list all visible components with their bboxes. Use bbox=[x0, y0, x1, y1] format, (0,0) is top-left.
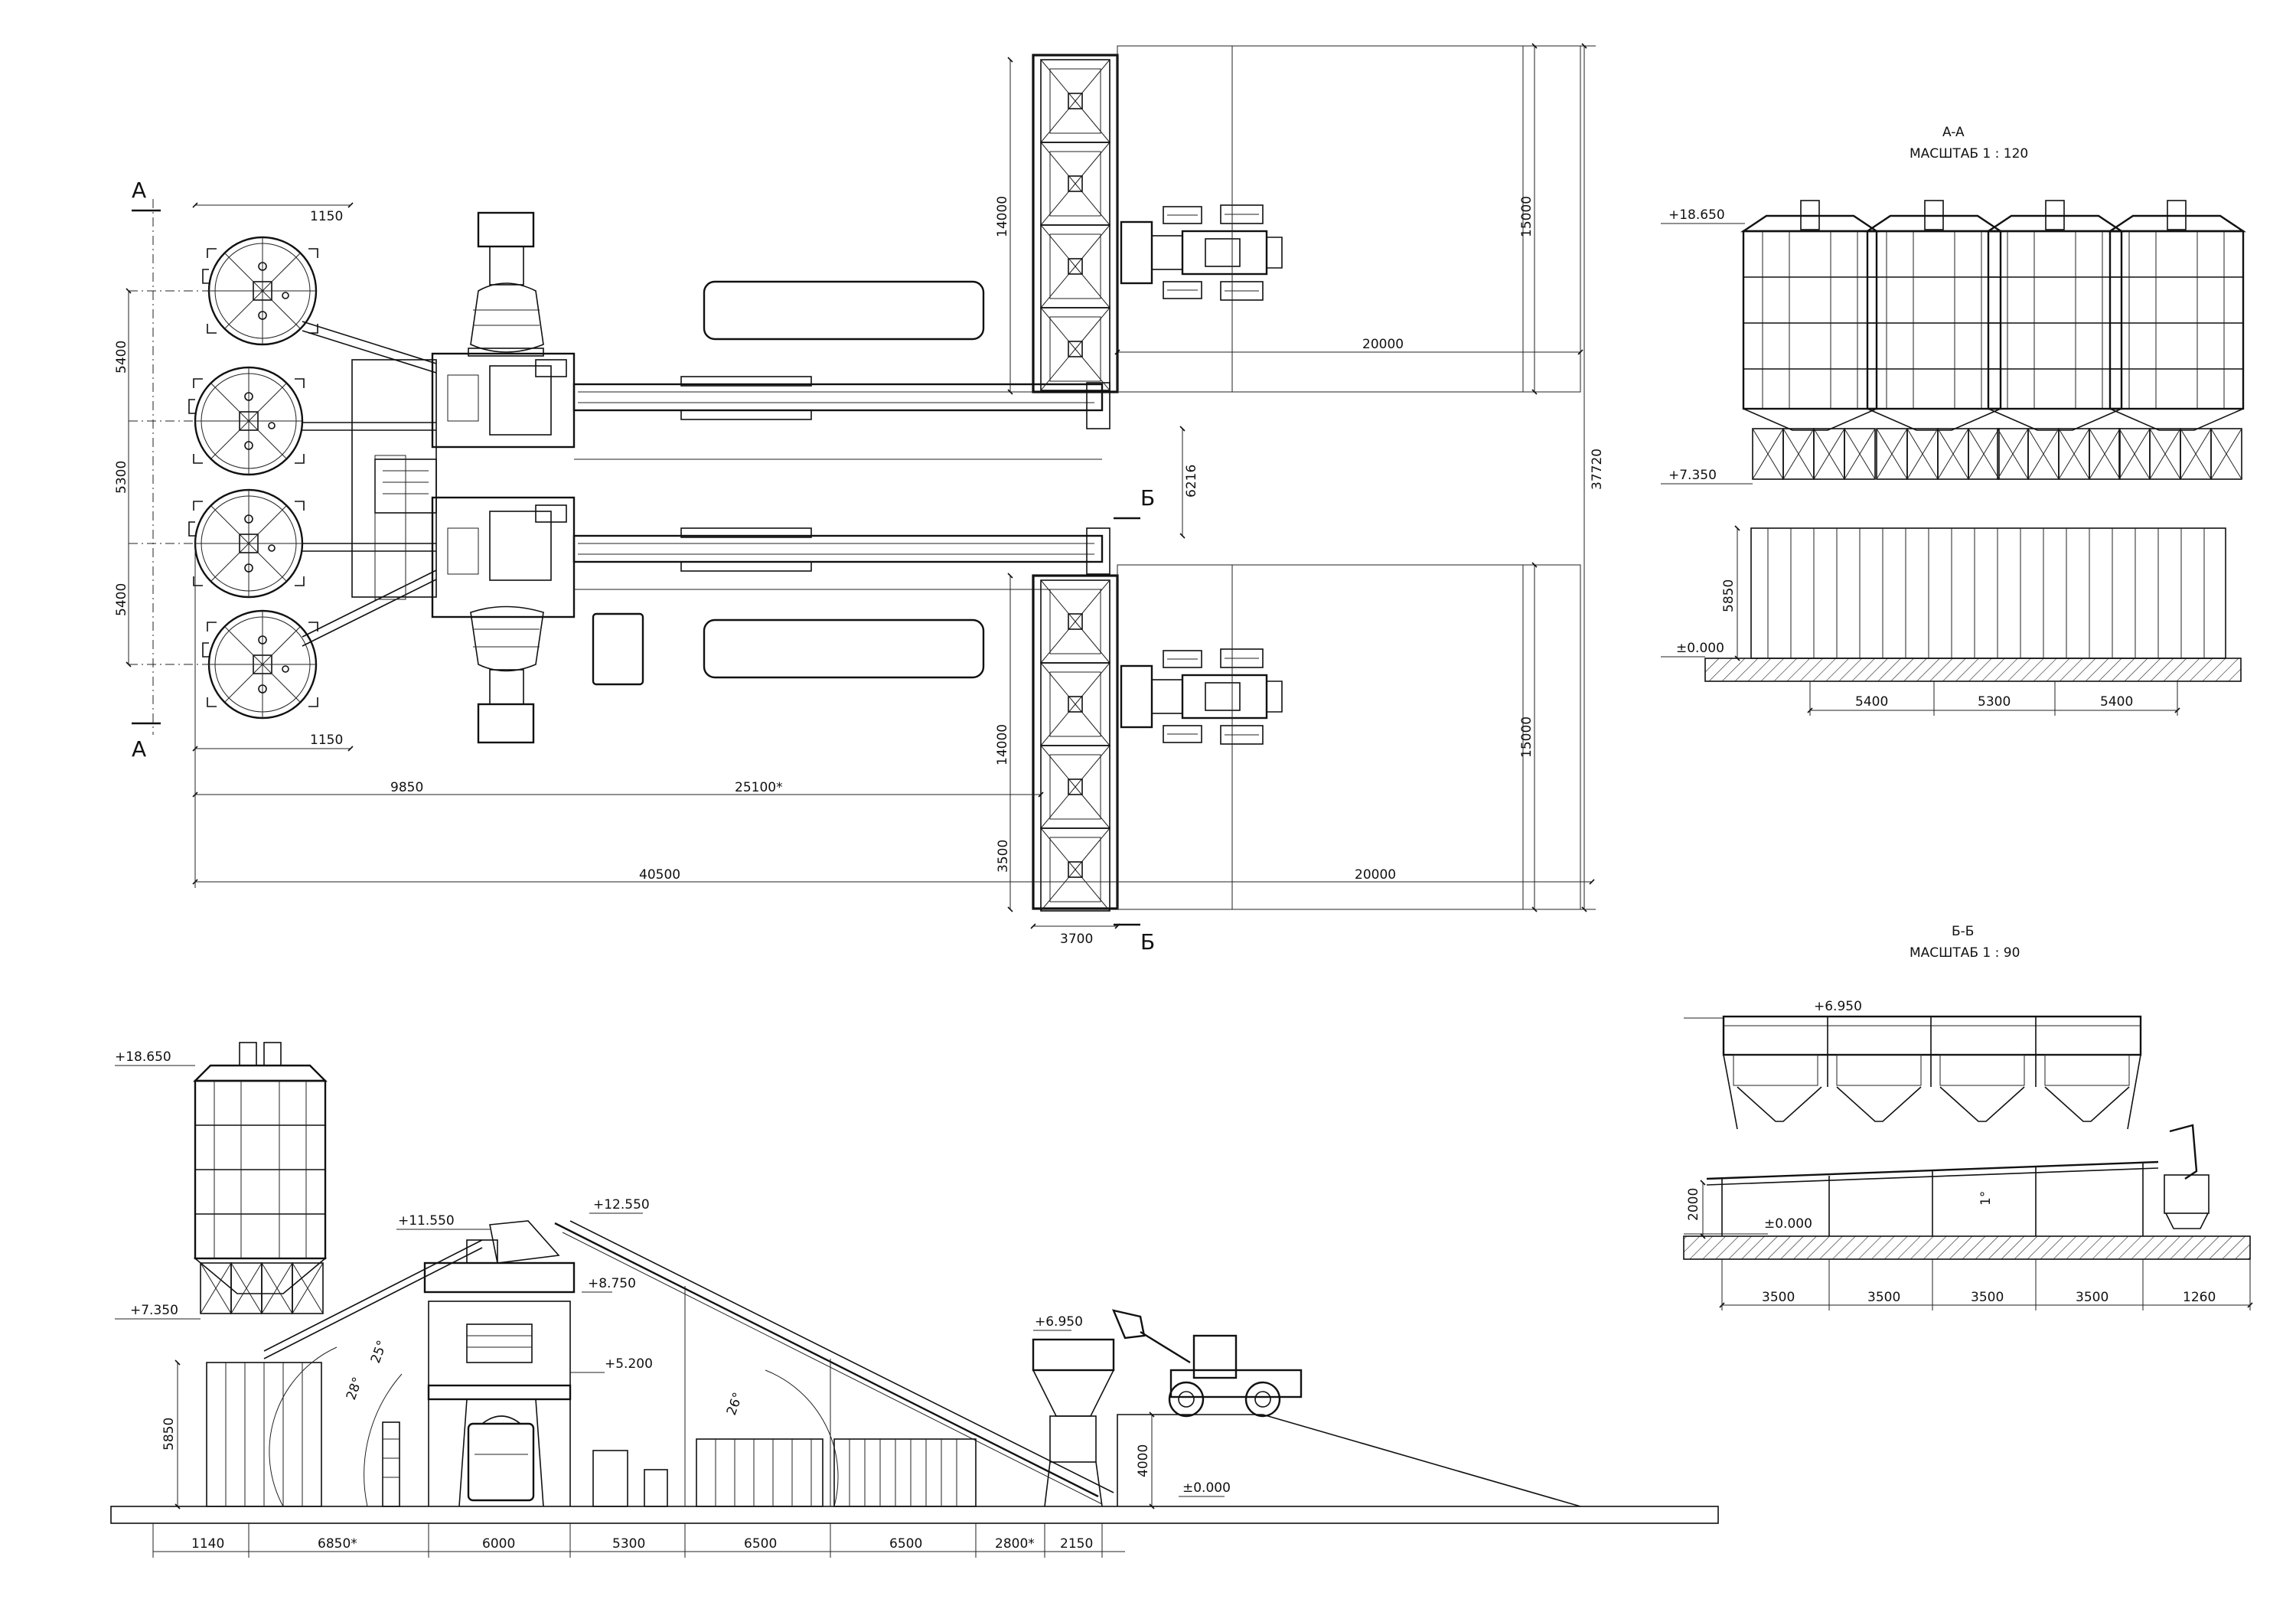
cut-mark-b-top: Б bbox=[1140, 485, 1155, 511]
bb-height-2000: 2000 bbox=[1686, 1188, 1701, 1221]
dim-3700: 3700 bbox=[1060, 932, 1093, 947]
dim-40500: 40500 bbox=[639, 867, 680, 883]
control-cabin bbox=[592, 612, 644, 686]
elev-dim-5: 6500 bbox=[744, 1536, 777, 1552]
dim-9850: 9850 bbox=[390, 780, 423, 795]
elev-dim-7: 2800* bbox=[995, 1536, 1035, 1552]
elev-angle-26: 26° bbox=[724, 1391, 746, 1418]
section-a-a-scale: МАСШТАБ 1 : 120 bbox=[1910, 146, 2028, 162]
aa-width-5400-a: 5400 bbox=[1855, 694, 1888, 710]
aggregate-bins-bottom bbox=[1032, 574, 1283, 912]
elev-level-5200: +5.200 bbox=[605, 1356, 653, 1372]
dim-6216: 6216 bbox=[1184, 465, 1199, 498]
aa-level-top: +18.650 bbox=[1668, 207, 1725, 223]
bb-slope: 1° bbox=[1978, 1191, 1994, 1206]
dim-1150-top: 1150 bbox=[310, 209, 343, 224]
bb-width-5: 1260 bbox=[2183, 1290, 2216, 1305]
dim-14000-bottom: 14000 bbox=[995, 724, 1010, 765]
tank-bottom bbox=[703, 618, 985, 679]
dim-37720: 37720 bbox=[1590, 449, 1605, 490]
section-b-b: Б-Б МАСШТАБ 1 : 90 bbox=[1683, 924, 2253, 1310]
silo-plan-4 bbox=[201, 609, 319, 720]
dim-15000-top: 15000 bbox=[1519, 196, 1534, 237]
dim-5300: 5300 bbox=[114, 461, 129, 494]
dim-25100: 25100* bbox=[735, 780, 783, 795]
section-a-a: A-A МАСШТАБ 1 : 120 bbox=[1661, 125, 2245, 716]
bb-width-4: 3500 bbox=[2076, 1290, 2108, 1305]
dim-1150-bottom: 1150 bbox=[310, 733, 343, 748]
cut-mark-a-bottom: A bbox=[132, 736, 146, 762]
section-a-a-title: A-A bbox=[1942, 125, 1965, 140]
elev-dim-6: 6500 bbox=[889, 1536, 922, 1552]
dim-14000-top: 14000 bbox=[995, 196, 1010, 237]
dim-5400-a: 5400 bbox=[114, 341, 129, 374]
elev-level-7350: +7.350 bbox=[130, 1303, 178, 1318]
bb-level-zero: ±0.000 bbox=[1764, 1216, 1812, 1232]
plan-view: A A Б Б 1150 1150 5400 5300 5400 9850 25… bbox=[114, 43, 1605, 955]
bb-width-1: 3500 bbox=[1762, 1290, 1795, 1305]
plan-conveyor-bottom bbox=[572, 527, 1110, 590]
aa-width-5300: 5300 bbox=[1978, 694, 2011, 710]
elev-height-5850: 5850 bbox=[161, 1418, 177, 1451]
section-b-b-title: Б-Б bbox=[1952, 924, 1974, 939]
aa-level-zero: ±0.000 bbox=[1676, 641, 1724, 656]
section-b-b-scale: МАСШТАБ 1 : 90 bbox=[1910, 945, 2020, 961]
dim-20000-top: 20000 bbox=[1362, 337, 1404, 352]
bb-width-2: 3500 bbox=[1867, 1290, 1900, 1305]
aa-height-5850: 5850 bbox=[1721, 579, 1737, 612]
elev-angle-28: 28° bbox=[344, 1376, 366, 1402]
cut-mark-b-bottom: Б bbox=[1140, 929, 1155, 955]
elev-level-18650: +18.650 bbox=[115, 1049, 171, 1065]
dim-20000-bottom: 20000 bbox=[1355, 867, 1396, 883]
dim-3500: 3500 bbox=[996, 840, 1011, 873]
elev-level-zero: ±0.000 bbox=[1182, 1480, 1231, 1496]
tank-top bbox=[703, 280, 985, 341]
aa-width-5400-b: 5400 bbox=[2100, 694, 2133, 710]
side-elevation: +18.650 +11.550 +12.550 +8.750 +7.350 +5… bbox=[110, 1042, 1719, 1558]
elev-level-12550: +12.550 bbox=[593, 1197, 650, 1212]
cut-mark-a-top: A bbox=[132, 178, 146, 203]
wheel-loader-elevation bbox=[1111, 1309, 1303, 1418]
elev-dim-3: 6000 bbox=[482, 1536, 515, 1552]
elev-dim-4: 5300 bbox=[612, 1536, 645, 1552]
elev-level-8750: +8.750 bbox=[588, 1276, 636, 1291]
silo-plan-1 bbox=[201, 236, 319, 346]
aggregate-bins-top bbox=[1032, 54, 1283, 393]
dim-15000-bottom: 15000 bbox=[1519, 716, 1534, 758]
dim-5400-b: 5400 bbox=[114, 583, 129, 616]
elev-height-4000: 4000 bbox=[1136, 1444, 1151, 1477]
elev-dim-1: 1140 bbox=[191, 1536, 224, 1552]
elev-level-11550: +11.550 bbox=[398, 1213, 455, 1229]
plan-conveyor-top bbox=[572, 376, 1110, 460]
bb-level-top: +6.950 bbox=[1814, 999, 1862, 1014]
elev-level-6950: +6.950 bbox=[1035, 1314, 1083, 1330]
elev-dim-8: 2150 bbox=[1060, 1536, 1093, 1552]
elev-angle-25: 25° bbox=[368, 1339, 390, 1366]
elevation-bottom-dims: 1140 6850* 6000 5300 6500 6500 2800* 215… bbox=[191, 1536, 1093, 1552]
elev-dim-2: 6850* bbox=[318, 1536, 357, 1552]
aa-level-mid: +7.350 bbox=[1668, 468, 1717, 483]
bb-width-3: 3500 bbox=[1971, 1290, 2004, 1305]
